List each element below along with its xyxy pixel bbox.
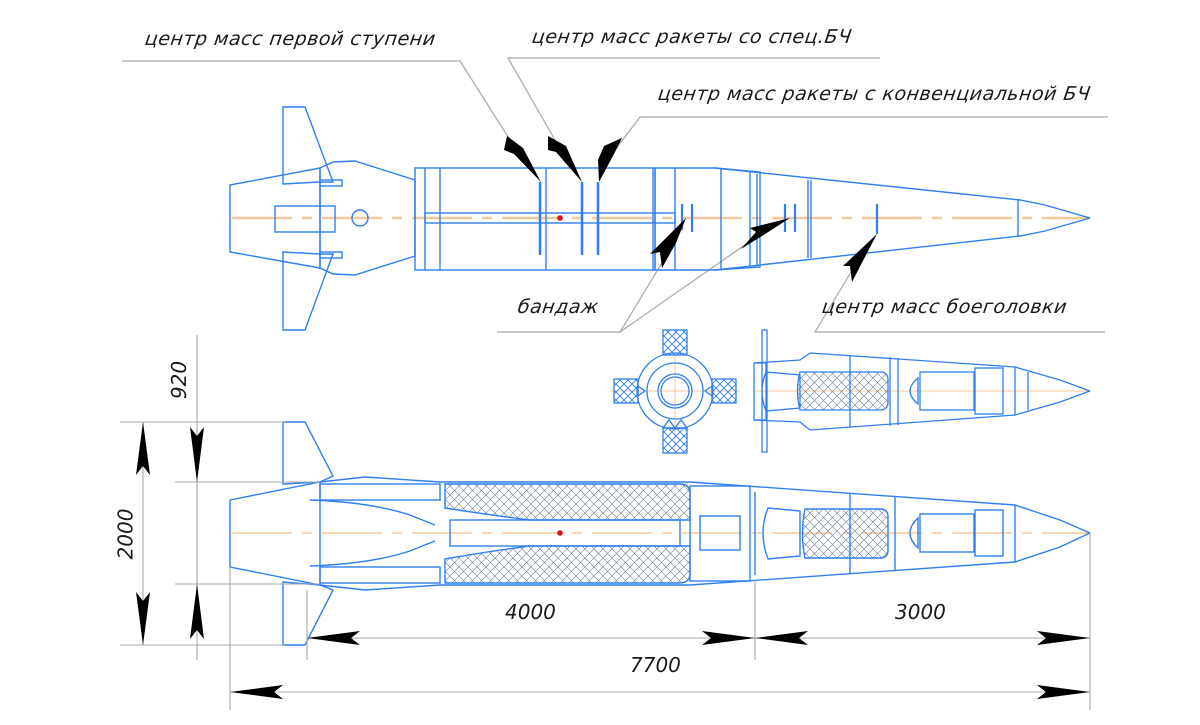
dim-label-7700: 7700 bbox=[630, 653, 681, 677]
section-interstage bbox=[689, 485, 751, 582]
section-fuze-block bbox=[919, 513, 975, 553]
section-nozzle-throat-upper bbox=[309, 499, 436, 526]
arrow-cg-special bbox=[548, 136, 582, 182]
warhead-fuze-block bbox=[919, 371, 975, 411]
cross-fin-top bbox=[662, 329, 688, 356]
top-fin-bracket-lower bbox=[319, 251, 343, 259]
cross-bracket-right bbox=[703, 384, 713, 398]
cross-fin-right bbox=[711, 378, 737, 404]
section-nozzle-throat-lower bbox=[309, 540, 436, 567]
arrow-2000-bottom bbox=[136, 592, 150, 645]
dim-label-2000: 2000 bbox=[113, 508, 138, 560]
top-nozzle-inner bbox=[274, 205, 336, 233]
arrow-2000-top bbox=[136, 422, 150, 475]
callout-arrows bbox=[504, 136, 877, 282]
arrow-4000-right bbox=[702, 631, 755, 645]
top-fin-lower bbox=[282, 251, 335, 331]
section-propellant-grain-lower bbox=[444, 545, 691, 584]
arrow-band-2 bbox=[741, 218, 790, 249]
arrow-920-bottom bbox=[190, 584, 204, 639]
section-motor-bore bbox=[449, 519, 681, 547]
arrow-7700-right bbox=[1037, 685, 1090, 699]
leader-cg-special-warhead bbox=[506, 57, 880, 141]
section-interstage-core bbox=[699, 515, 741, 551]
section-fin-lower bbox=[282, 581, 334, 646]
arrow-band-1 bbox=[650, 218, 686, 268]
dim-label-3000: 3000 bbox=[895, 600, 946, 624]
section-dome bbox=[909, 516, 919, 550]
warhead-electronics bbox=[974, 367, 1004, 415]
top-fin-bracket-upper bbox=[319, 179, 343, 187]
cross-mid-ring bbox=[646, 362, 704, 420]
cross-bracket-bottom bbox=[661, 418, 689, 430]
dim-label-920: 920 bbox=[167, 360, 192, 400]
leader-cg-first-stage bbox=[122, 60, 511, 141]
leader-cg-conventional-warhead bbox=[614, 116, 1108, 151]
section-fin-upper bbox=[282, 421, 334, 485]
cross-fin-bottom bbox=[662, 427, 688, 454]
leader-band bbox=[497, 257, 666, 333]
section-electronics bbox=[974, 509, 1004, 557]
top-cg-dot bbox=[557, 215, 563, 221]
top-port-circle bbox=[351, 209, 369, 227]
arrow-7700-left bbox=[230, 685, 283, 699]
arrow-4000-left bbox=[307, 631, 360, 645]
section-warhead-aft-cone bbox=[762, 507, 801, 560]
cross-section-view bbox=[610, 329, 740, 454]
section-warhead-payload bbox=[801, 508, 889, 559]
warhead-outline-lower bbox=[753, 390, 1091, 431]
leader-cg-warhead bbox=[813, 261, 1105, 333]
arrow-cg-conventional bbox=[598, 138, 622, 182]
warhead-aft-cone bbox=[761, 371, 801, 412]
section-aft-equipment-lower bbox=[319, 566, 441, 584]
cross-bracket-left bbox=[637, 384, 647, 398]
dim-label-4000: 4000 bbox=[505, 600, 556, 624]
section-cg-dot bbox=[557, 530, 563, 536]
cross-fin-left bbox=[613, 378, 639, 404]
cross-inner-ring-1 bbox=[657, 373, 693, 409]
arrow-cg-warhead bbox=[843, 234, 877, 282]
warhead-outline-upper bbox=[753, 352, 1091, 392]
warhead-section-view bbox=[753, 329, 1091, 453]
top-view-missile bbox=[229, 106, 1091, 331]
warhead-payload bbox=[796, 371, 889, 411]
section-propellant-grain-upper bbox=[444, 483, 691, 521]
top-nose-upper bbox=[714, 167, 1091, 219]
label-cg-conventional-warhead: центр масс ракеты с конвенциальной БЧ bbox=[656, 83, 1093, 105]
label-cg-warhead: центр масс боеголовки bbox=[820, 296, 1069, 318]
label-cg-special-warhead: центр масс ракеты со спец.БЧ bbox=[530, 26, 854, 48]
arrow-3000-right bbox=[1037, 631, 1090, 645]
top-fin-upper bbox=[282, 106, 335, 185]
label-cg-first-stage: центр масс первой ступени bbox=[143, 28, 438, 50]
cross-inner-ring-2 bbox=[660, 376, 690, 406]
warhead-dome bbox=[909, 376, 919, 406]
arrow-cg-first-stage bbox=[504, 136, 541, 182]
arrow-3000-left bbox=[755, 631, 808, 645]
label-band: бандаж bbox=[516, 296, 601, 318]
top-nose-lower bbox=[714, 217, 1091, 271]
leader-lines bbox=[122, 57, 1108, 333]
dimension-arrows bbox=[136, 422, 1090, 699]
leader-band-2 bbox=[619, 239, 753, 333]
section-view-missile bbox=[229, 421, 1091, 646]
section-body-lower bbox=[319, 532, 1091, 591]
section-body-upper bbox=[319, 476, 1091, 534]
section-aft-equipment-upper bbox=[319, 483, 441, 501]
arrow-920-top bbox=[190, 427, 204, 482]
